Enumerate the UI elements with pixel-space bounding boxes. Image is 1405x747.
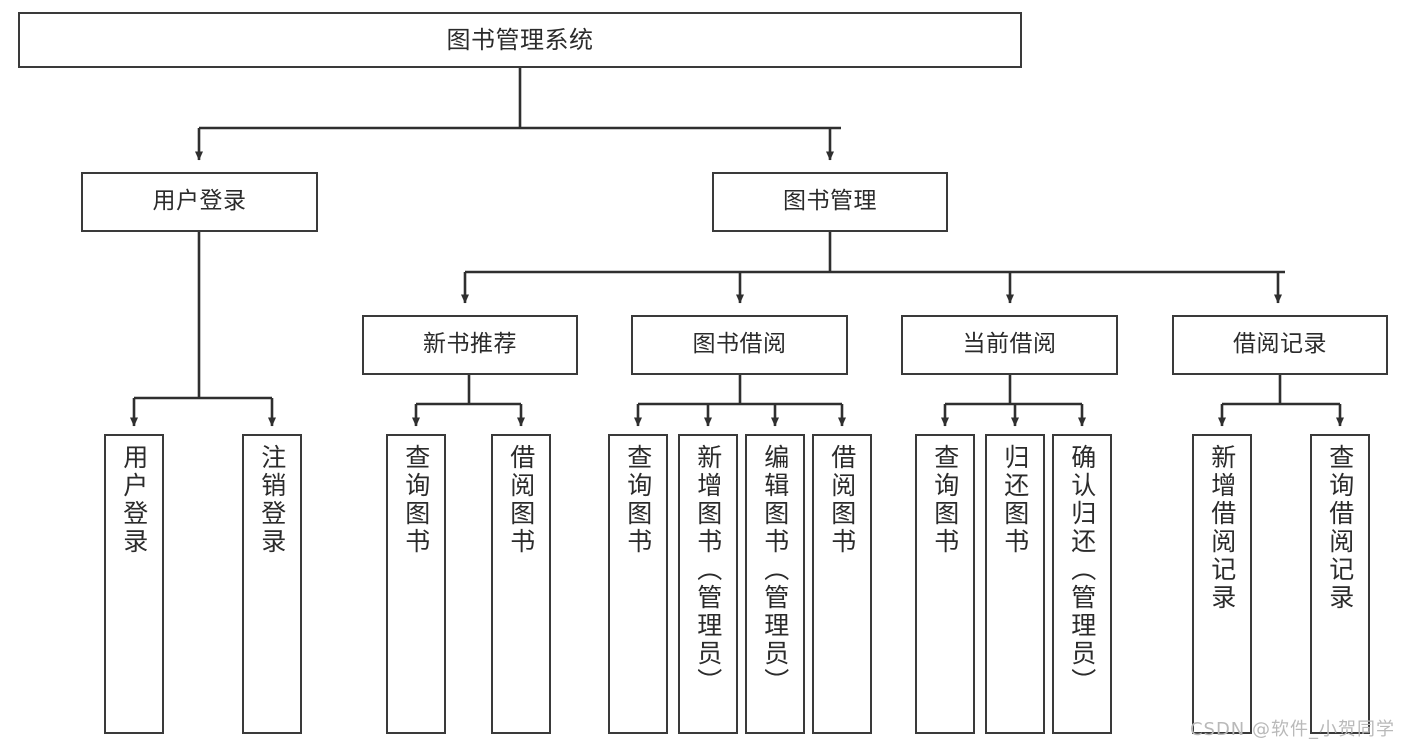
leaf-user-login-login[interactable]: 用户登录 xyxy=(104,434,164,734)
node-label: 查询图书 xyxy=(930,444,960,556)
leaf-borrow-record-query-record[interactable]: 查询借阅记录 xyxy=(1310,434,1370,734)
node-label: 查询图书 xyxy=(623,444,653,556)
leaf-current-borrow-query-book[interactable]: 查询图书 xyxy=(915,434,975,734)
node-label: 图书管理 xyxy=(783,188,877,215)
leaf-book-borrow-add-book-admin[interactable]: 新增图书（管理员） xyxy=(678,434,738,734)
node-root-book-management-system[interactable]: 图书管理系统 xyxy=(18,12,1022,68)
node-label: 新增借阅记录 xyxy=(1207,444,1237,612)
leaf-current-borrow-return-book[interactable]: 归还图书 xyxy=(985,434,1045,734)
leaf-borrow-record-add-record[interactable]: 新增借阅记录 xyxy=(1192,434,1252,734)
node-label: 当前借阅 xyxy=(962,331,1057,358)
node-borrow-record[interactable]: 借阅记录 xyxy=(1172,315,1388,375)
leaf-book-borrow-borrow-book[interactable]: 借阅图书 xyxy=(812,434,872,734)
node-label: 查询借阅记录 xyxy=(1325,444,1355,612)
leaf-user-login-logout[interactable]: 注销登录 xyxy=(242,434,302,734)
leaf-book-borrow-query-book[interactable]: 查询图书 xyxy=(608,434,668,734)
node-label: 借阅图书 xyxy=(506,444,536,556)
node-new-book-recommend[interactable]: 新书推荐 xyxy=(362,315,578,375)
node-label: 确认归还（管理员） xyxy=(1067,444,1097,696)
node-label: 编辑图书（管理员） xyxy=(760,444,790,696)
node-label: 用户登录 xyxy=(119,444,149,556)
csdn-watermark: CSDN @软件_小贺同学 xyxy=(1189,719,1395,740)
leaf-new-book-query-book[interactable]: 查询图书 xyxy=(386,434,446,734)
leaf-current-borrow-confirm-return-admin[interactable]: 确认归还（管理员） xyxy=(1052,434,1112,734)
node-label: 图书借阅 xyxy=(692,331,787,358)
node-label: 用户登录 xyxy=(152,188,247,215)
node-label: 注销登录 xyxy=(257,444,287,556)
node-label: 借阅记录 xyxy=(1233,331,1327,358)
node-label: 查询图书 xyxy=(401,444,431,556)
node-label: 图书管理系统 xyxy=(446,25,594,54)
node-user-login[interactable]: 用户登录 xyxy=(81,172,318,232)
node-current-borrow[interactable]: 当前借阅 xyxy=(901,315,1118,375)
node-label: 新增图书（管理员） xyxy=(693,444,723,696)
node-label: 新书推荐 xyxy=(423,331,517,358)
node-label: 借阅图书 xyxy=(827,444,857,556)
node-book-management[interactable]: 图书管理 xyxy=(712,172,948,232)
leaf-book-borrow-edit-book-admin[interactable]: 编辑图书（管理员） xyxy=(745,434,805,734)
node-label: 归还图书 xyxy=(1000,444,1030,556)
leaf-new-book-borrow-book[interactable]: 借阅图书 xyxy=(491,434,551,734)
node-book-borrow[interactable]: 图书借阅 xyxy=(631,315,848,375)
